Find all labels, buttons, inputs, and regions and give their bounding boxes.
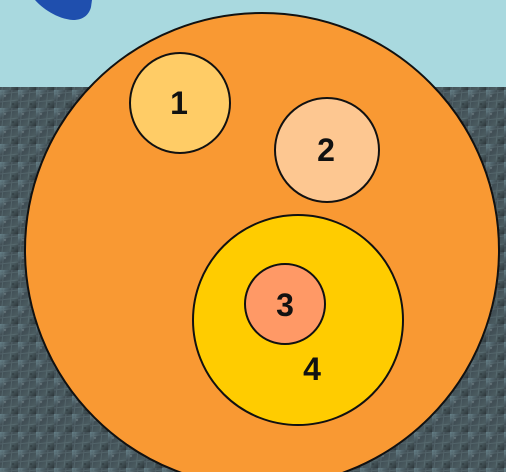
circle-3-label: 3 [276,287,294,323]
circle-1-label: 1 [170,85,188,121]
circle-2-label: 2 [317,132,335,168]
circle-4-label: 4 [303,351,321,387]
